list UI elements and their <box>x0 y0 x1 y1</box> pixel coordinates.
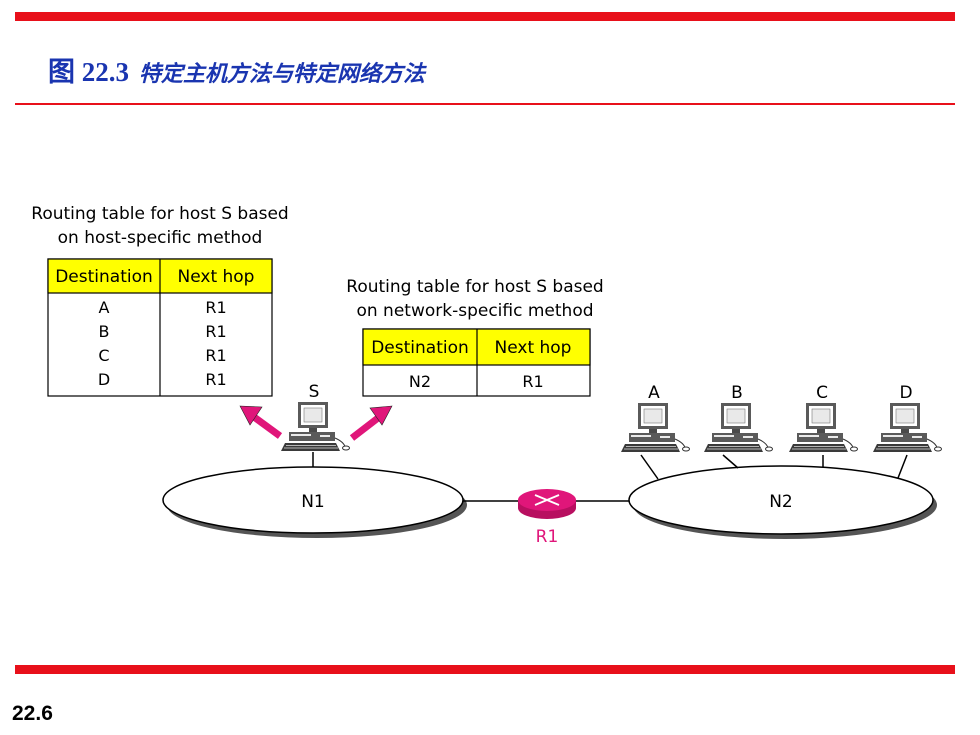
network-table-cell-hop: R1 <box>522 372 543 391</box>
host-table-cell-hop: R1 <box>205 346 226 365</box>
arrow-to-host-table-icon <box>239 405 283 439</box>
host-a-label: A <box>648 383 660 403</box>
page-number: 22.6 <box>12 702 53 725</box>
network-table-caption-line2: on network-specific method <box>356 301 593 321</box>
network-routing-table: Destination Next hop N2 R1 <box>362 328 591 397</box>
host-b-label: B <box>731 383 743 403</box>
bottom-accent-bar <box>15 665 955 674</box>
host-table-cell-dest: C <box>98 346 109 365</box>
slide-title: 图 22.3 特定主机方法与特定网络方法 <box>48 50 425 89</box>
host-routing-table: Destination Next hop A R1 B R1 C R1 D R1 <box>47 258 273 397</box>
host-table-cell-dest: D <box>98 370 110 389</box>
host-table-caption-line2: on host-specific method <box>58 228 263 248</box>
host-c-computer-icon <box>788 402 858 453</box>
network-n2: N2 <box>628 465 937 539</box>
host-s-computer-icon <box>280 401 350 452</box>
network-n1: N1 <box>162 466 467 538</box>
host-table-cell-dest: B <box>99 322 110 341</box>
network-table-cell-dest: N2 <box>409 372 431 391</box>
network-table-header-next-hop: Next hop <box>495 338 572 358</box>
host-table-header-destination: Destination <box>55 267 153 287</box>
title-underline <box>15 103 955 105</box>
host-b-computer-icon <box>703 402 773 453</box>
host-table-header-next-hop: Next hop <box>178 267 255 287</box>
router-r1-icon <box>518 489 576 519</box>
host-a-computer-icon <box>620 402 690 453</box>
host-table-caption-line1: Routing table for host S based <box>31 204 288 224</box>
n1-label: N1 <box>301 492 325 512</box>
top-accent-bar <box>15 12 955 21</box>
network-table-caption-line1: Routing table for host S based <box>346 277 603 297</box>
n2-label: N2 <box>769 492 793 512</box>
host-table-cell-dest: A <box>99 298 110 317</box>
host-table-cell-hop: R1 <box>205 298 226 317</box>
arrow-to-network-table-icon <box>349 405 393 441</box>
host-table-cell-hop: R1 <box>205 322 226 341</box>
host-d-label: D <box>899 383 912 403</box>
host-d-computer-icon <box>872 402 942 453</box>
host-c-label: C <box>816 383 828 403</box>
network-table-header-destination: Destination <box>371 338 469 358</box>
figure-title: 特定主机方法与特定网络方法 <box>139 62 426 87</box>
host-s-label: S <box>309 382 320 402</box>
host-table-cell-hop: R1 <box>205 370 226 389</box>
figure-label: 图 22.3 <box>48 57 129 87</box>
router-r1-label: R1 <box>536 527 559 547</box>
